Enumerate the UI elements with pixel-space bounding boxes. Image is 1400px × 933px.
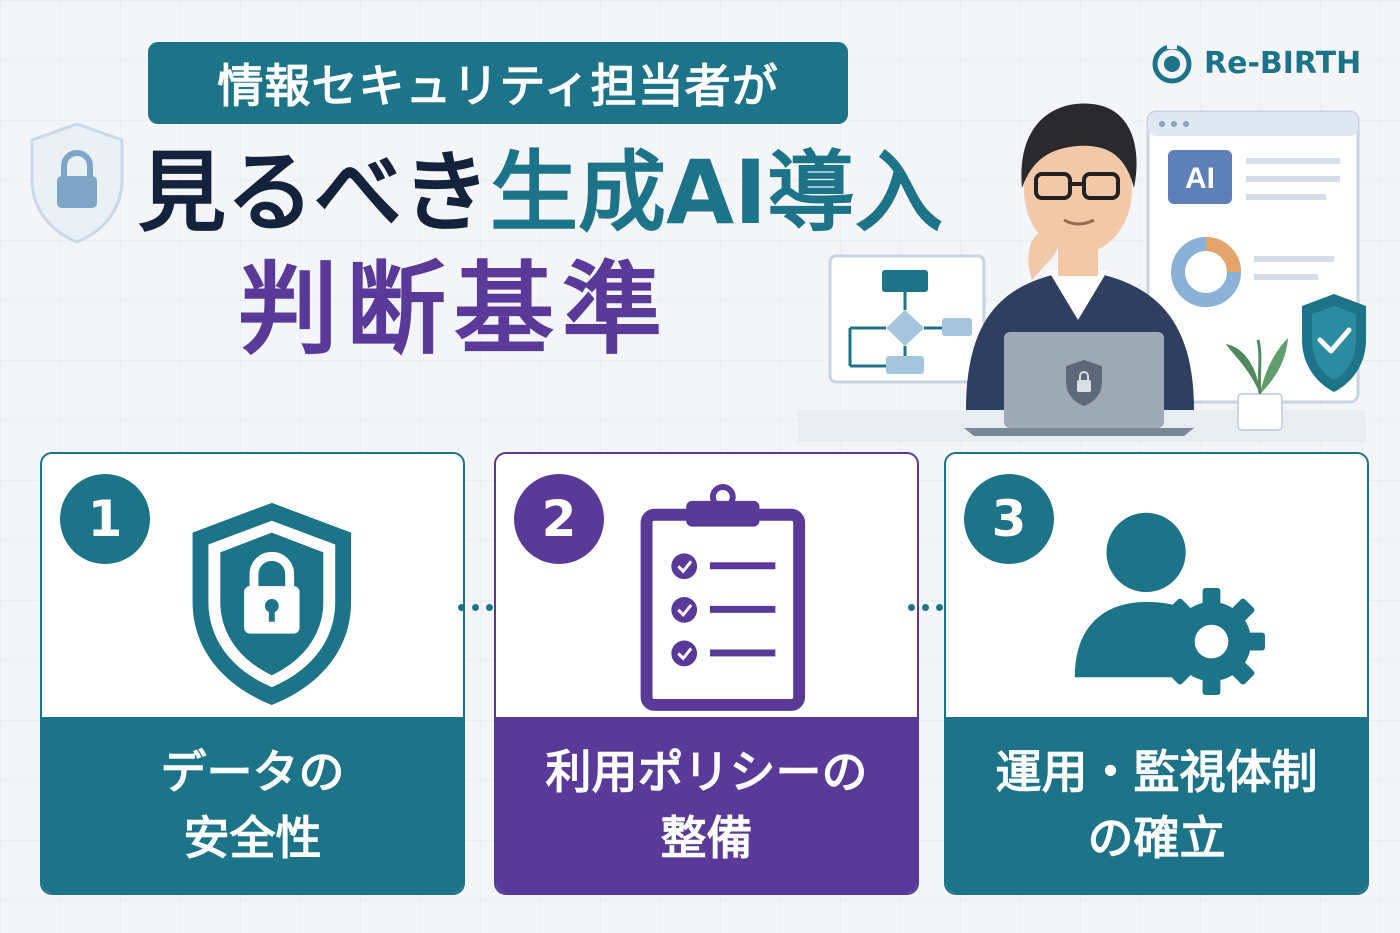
laptop [964,332,1194,436]
check-shield-icon [1302,294,1366,392]
title-teal-text: 生成AI導入 [490,141,943,244]
user-gear-icon [1074,512,1265,696]
subtitle-text: 情報セキュリティ担当者が [217,59,779,113]
title-dark-text: 見るべき [138,141,491,244]
title-line-2: 判断基準 [238,251,670,368]
card-label-line2: 安全性 [183,811,322,865]
criteria-card-2: 2 利用ポリシーの 整備 [494,452,919,895]
criteria-card-3: 3 運用・監視体制 の確立 [944,452,1369,895]
title-line-1: 見るべき生成AI導入 [138,138,943,248]
logo-text: Re-BIRTH [1204,45,1362,81]
lock-shield-decoration-icon [30,122,124,244]
card-label-line2: 整備 [660,811,753,865]
card-label-line2: の確立 [1087,811,1226,865]
criteria-card-1: 1 データの 安全性 [40,452,465,895]
card-number-badge: 2 [514,474,604,564]
plant [1226,338,1288,431]
flowchart-panel [828,254,986,384]
clipboard-checklist-icon [640,484,806,711]
brand-logo[interactable]: Re-BIRTH [1150,40,1361,86]
logo-ring-icon [1152,43,1192,84]
card-label: 運用・監視体制 の確立 [946,717,1367,893]
card-number-badge: 3 [964,474,1054,564]
card-number-badge: 1 [60,474,150,564]
card-label: データの 安全性 [42,717,463,893]
shield-lock-icon [192,502,352,705]
card-label-line1: 運用・監視体制 [995,745,1318,799]
card-label: 利用ポリシーの 整備 [496,717,917,893]
ai-badge-text: AI [1185,162,1215,195]
card-label-line1: データの [160,745,345,799]
security-officer-illustration: AI [798,103,1366,442]
card-label-line1: 利用ポリシーの [545,745,868,799]
subtitle-pill: 情報セキュリティ担当者が [148,42,848,124]
